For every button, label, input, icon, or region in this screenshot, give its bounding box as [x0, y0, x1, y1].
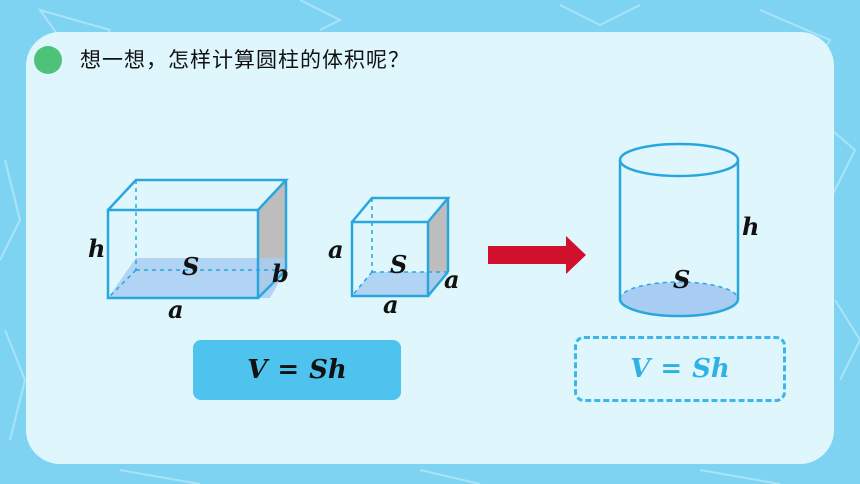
cuboid-length-label: a [168, 295, 184, 324]
cylinder-base-area-label: S [673, 265, 691, 294]
bullet-icon [34, 46, 62, 74]
formula-v: V [630, 354, 651, 384]
cube-side-face [428, 198, 448, 296]
formula-sh: Sh [692, 354, 730, 384]
formula-equals: = [660, 354, 683, 384]
prism-volume-formula: V = Sh [193, 340, 401, 400]
formula-sh: Sh [309, 355, 347, 385]
cylinder-height-label: h [742, 212, 760, 241]
cube-figure [350, 196, 451, 298]
cube-base-area-label: S [390, 250, 408, 279]
cube-edge-label-bottom: a [383, 290, 399, 319]
cuboid-height-label: h [88, 234, 106, 263]
cube-edge-label-left: a [328, 235, 344, 264]
formula-equals: = [277, 355, 300, 385]
cuboid-base-area-label: S [182, 252, 200, 281]
formula-v: V [247, 355, 268, 385]
cuboid-width-label: b [272, 259, 289, 288]
right-arrow-icon [488, 236, 586, 274]
cuboid-figure [106, 178, 289, 300]
cylinder-base [620, 282, 738, 316]
cylinder-volume-formula: V = Sh [574, 336, 786, 402]
cuboid-base [108, 258, 286, 298]
cylinder-figure [618, 142, 740, 318]
cube-edge-label-right: a [444, 265, 460, 294]
question-text: 想一想，怎样计算圆柱的体积呢？ [80, 48, 410, 72]
cube-base [352, 272, 448, 296]
